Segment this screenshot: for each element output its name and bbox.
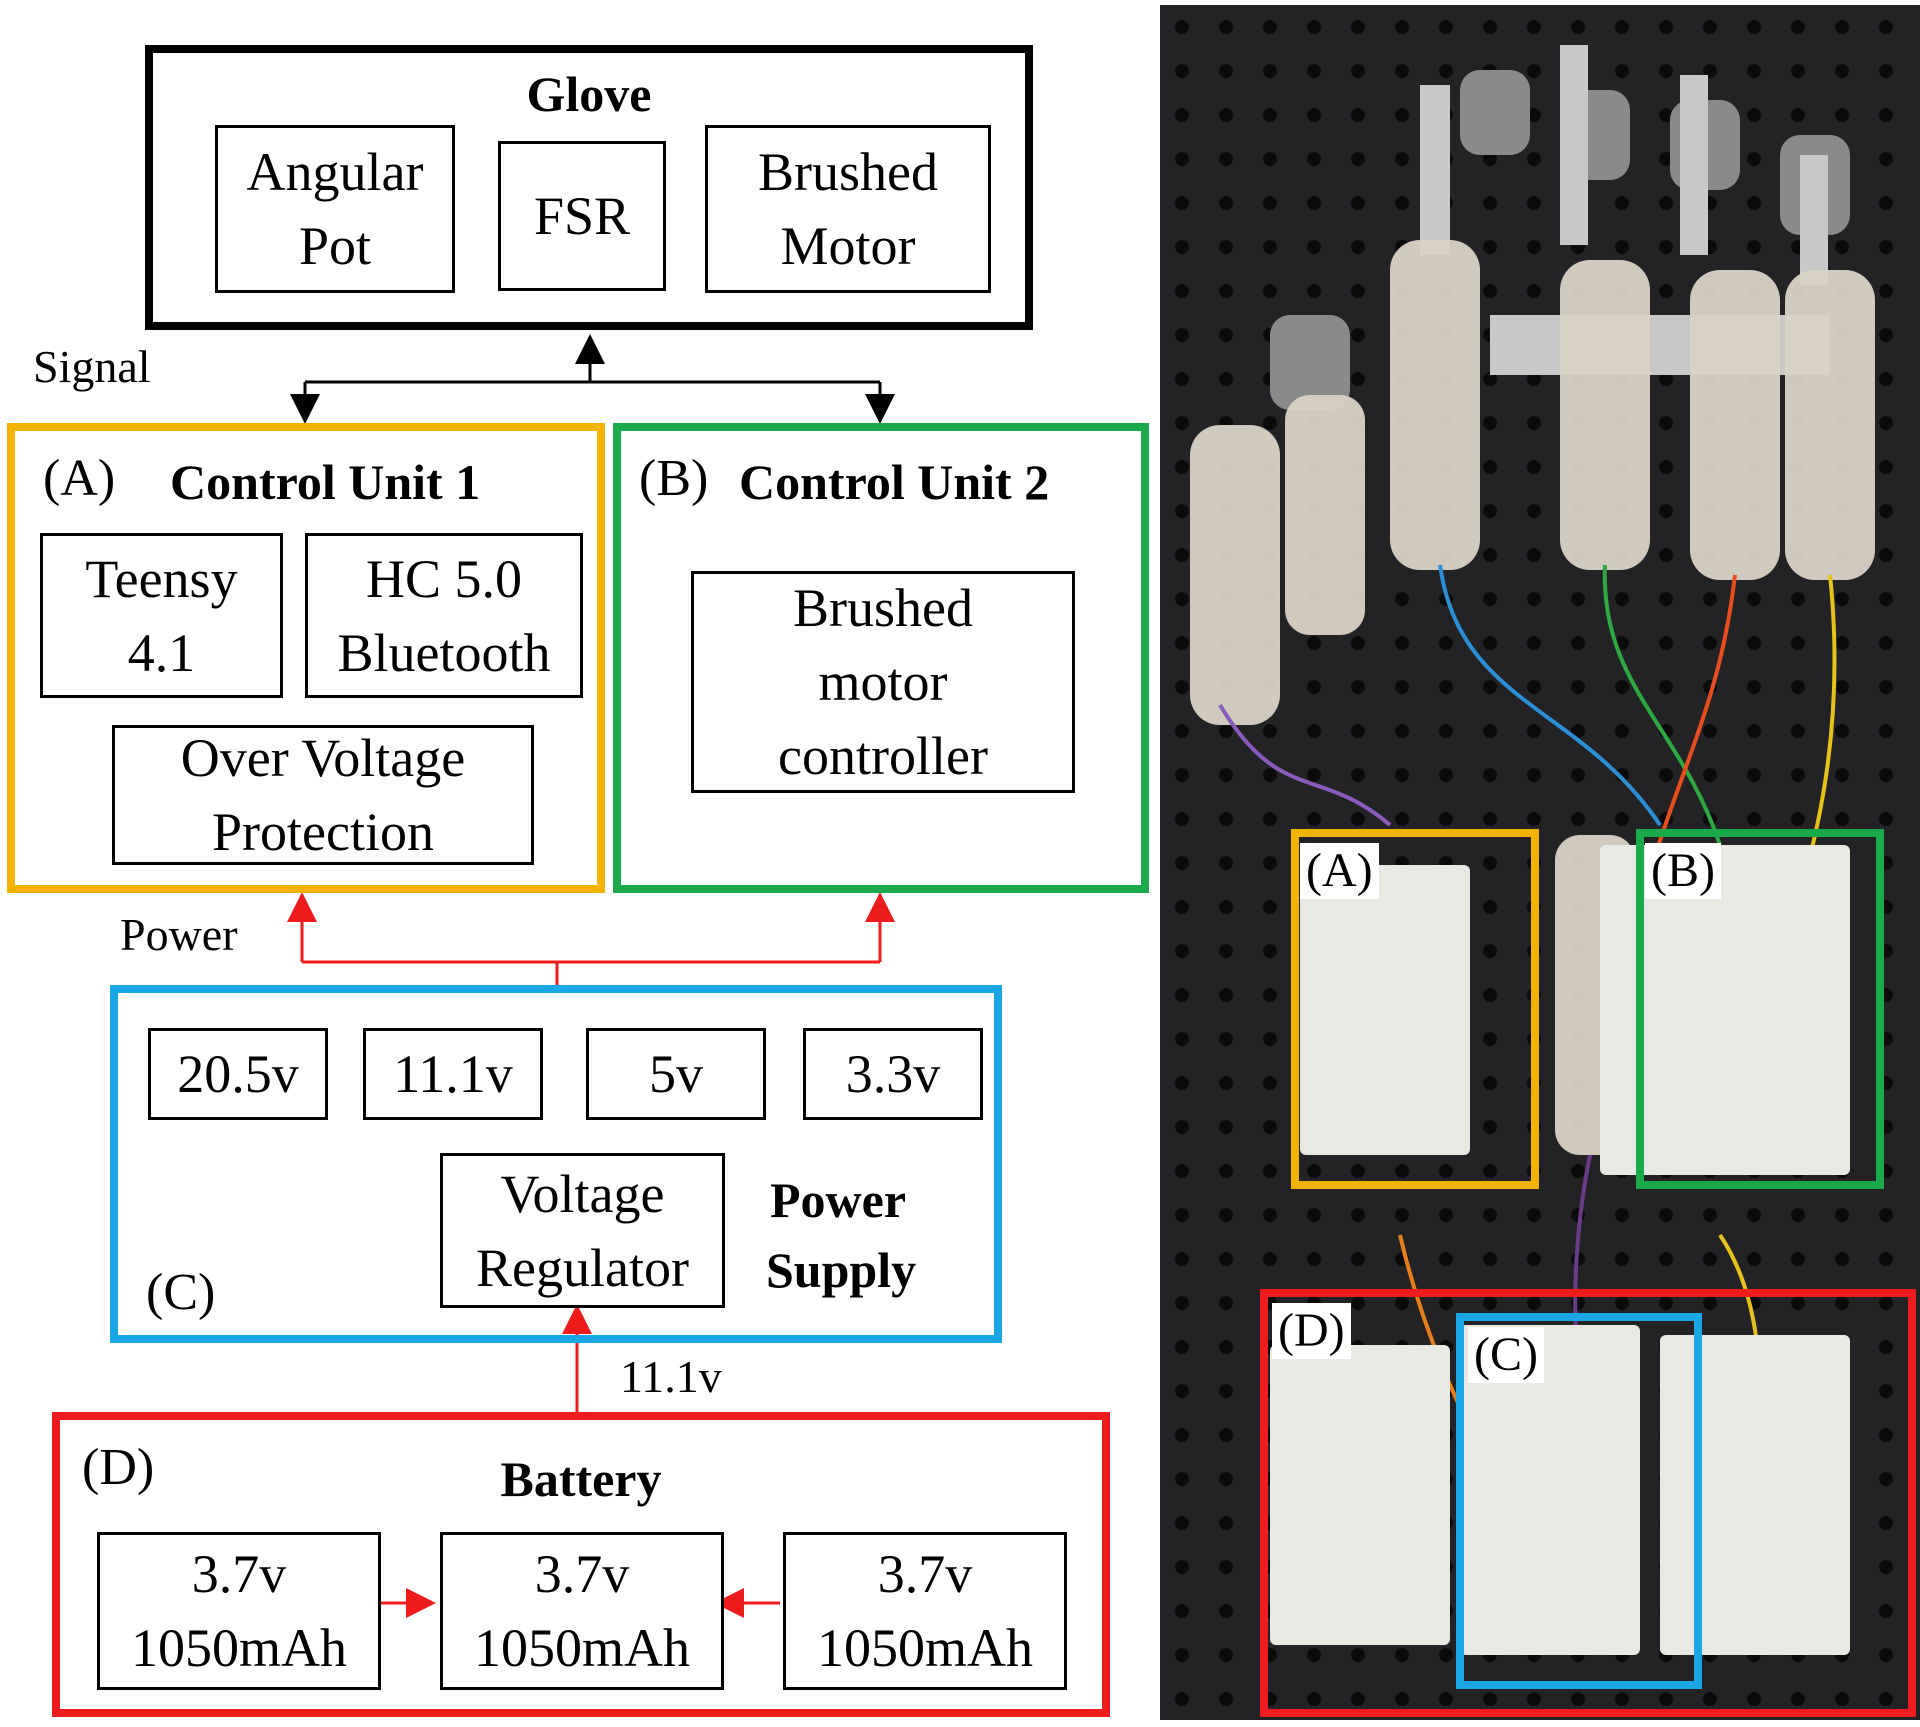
- battery-cell-2-voltage: 3.7v: [534, 1544, 630, 1604]
- battery-cell-2-capacity: 1050mAh: [474, 1618, 690, 1678]
- voltage-20-5-label: 20.5v: [177, 1044, 299, 1104]
- glove-title: Glove: [526, 66, 652, 122]
- bluetooth-line2: Bluetooth: [337, 622, 551, 683]
- power-supply-title-line1: Power: [770, 1172, 907, 1228]
- battery-cell-2: 3.7v 1050mAh: [440, 1532, 724, 1690]
- teensy-line2: 4.1: [127, 622, 196, 683]
- voltage-regulator-line1: Voltage: [500, 1163, 665, 1224]
- photo-tag-b: (B): [1645, 843, 1721, 899]
- signal-connector: [290, 334, 895, 424]
- voltage-5-label: 5v: [649, 1044, 703, 1104]
- power-supply-title-line2: Supply: [766, 1242, 917, 1298]
- photo-tag-a: (A): [1300, 843, 1379, 899]
- control-unit-1-title: Control Unit 1: [170, 454, 481, 510]
- fsr-label: FSR: [533, 186, 631, 246]
- power-connector: [287, 892, 895, 1618]
- battery-cell-3-voltage: 3.7v: [877, 1544, 973, 1604]
- motor-controller-line1: Brushed: [793, 578, 973, 638]
- voltage-11-1-label: 11.1v: [393, 1044, 513, 1104]
- control-unit-2-title: Control Unit 2: [739, 454, 1050, 510]
- voltage-3-3-label: 3.3v: [845, 1044, 941, 1104]
- brushed-motor-box: Brushed Motor: [705, 125, 991, 293]
- brushed-motor-line1: Brushed: [758, 142, 938, 202]
- motor-controller-line3: controller: [778, 726, 988, 786]
- voltage-11-1-box: 11.1v: [363, 1028, 543, 1120]
- over-voltage-line2: Protection: [212, 802, 434, 862]
- fsr-box: FSR: [498, 141, 666, 291]
- battery-title: Battery: [500, 1451, 662, 1507]
- motor-controller-box: Brushed motor controller: [691, 571, 1075, 793]
- angular-pot-line1: Angular: [246, 142, 424, 202]
- angular-pot-line2: Pot: [298, 216, 372, 276]
- bluetooth-line1: HC 5.0: [365, 548, 522, 609]
- battery-cell-3: 3.7v 1050mAh: [783, 1532, 1067, 1690]
- power-supply-tag: (C): [146, 1264, 216, 1321]
- battery-frame: (D) Battery 3.7v 1050mAh 3.7v 1050mAh 3.…: [52, 1412, 1110, 1717]
- battery-cell-3-capacity: 1050mAh: [817, 1618, 1033, 1678]
- angular-pot-box: Angular Pot: [215, 125, 455, 293]
- over-voltage-box: Over Voltage Protection: [112, 725, 534, 865]
- battery-cell-1-capacity: 1050mAh: [131, 1618, 347, 1678]
- power-label: Power: [120, 909, 238, 960]
- battery-cell-1-voltage: 3.7v: [191, 1544, 287, 1604]
- hardware-photo: (A) (B) (D) (C): [1160, 5, 1920, 1720]
- control-unit-2-tag: (B): [639, 450, 709, 507]
- teensy-box: Teensy 4.1: [40, 533, 283, 698]
- voltage-regulator-box: Voltage Regulator: [440, 1153, 725, 1308]
- bluetooth-box: HC 5.0 Bluetooth: [305, 533, 583, 698]
- over-voltage-line1: Over Voltage: [180, 728, 466, 788]
- teensy-line1: Teensy: [85, 548, 238, 609]
- voltage-20-5-box: 20.5v: [148, 1028, 328, 1120]
- control-unit-1-frame: (A) Control Unit 1 Teensy 4.1 HC 5.0 Blu…: [7, 423, 605, 893]
- voltage-3-3-box: 3.3v: [803, 1028, 983, 1120]
- power-supply-frame: 20.5v 11.1v 5v 3.3v Voltage Regulator Po…: [110, 985, 1002, 1343]
- photo-tag-c: (C): [1468, 1327, 1544, 1383]
- brushed-motor-line2: Motor: [780, 216, 916, 276]
- voltage-regulator-line2: Regulator: [476, 1237, 689, 1298]
- battery-cell-1: 3.7v 1050mAh: [97, 1532, 381, 1690]
- voltage-5-box: 5v: [586, 1028, 766, 1120]
- motor-controller-line2: motor: [818, 652, 948, 712]
- battery-link-label: 11.1v: [620, 1351, 722, 1402]
- glove-frame: Glove Angular Pot FSR Brushed Motor: [145, 45, 1033, 330]
- control-unit-1-tag: (A): [43, 450, 116, 507]
- control-unit-2-frame: (B) Control Unit 2 Brushed motor control…: [613, 423, 1149, 893]
- photo-tag-d: (D): [1272, 1303, 1351, 1359]
- hardware-photo-drawing: [1160, 5, 1920, 1720]
- diagram-connectors: [287, 334, 895, 1618]
- signal-label: Signal: [33, 341, 151, 392]
- battery-tag: (D): [82, 1439, 155, 1496]
